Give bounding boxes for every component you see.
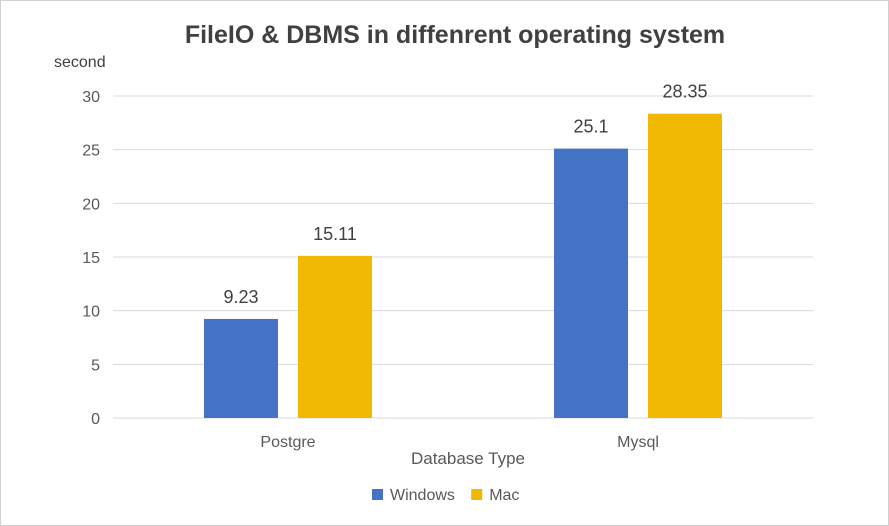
bar-windows-postgre (204, 318, 278, 418)
bar-mac-mysql (648, 113, 722, 419)
x-axis-title: Database Type (411, 449, 525, 468)
legend-label-mac: Mac (489, 487, 519, 504)
legend: Windows Mac (372, 487, 519, 504)
data-label: 25.1 (573, 117, 608, 137)
y-tick-label: 20 (82, 196, 100, 213)
x-category-label: Mysql (617, 434, 659, 451)
legend-swatch-mac (471, 489, 483, 500)
bars (204, 113, 722, 419)
y-tick-label: 25 (82, 143, 100, 160)
y-tick-label: 5 (91, 357, 100, 374)
x-category-label: Postgre (260, 434, 315, 451)
data-label: 28.35 (662, 82, 707, 102)
y-tick-label: 15 (82, 250, 100, 267)
chart-title: FileIO & DBMS in diffenrent operating sy… (185, 21, 725, 49)
data-label: 15.11 (313, 224, 357, 244)
data-label: 9.23 (223, 287, 258, 307)
legend-label-windows: Windows (390, 487, 455, 504)
y-axis-ticks: 0 5 10 15 20 25 30 (82, 89, 100, 428)
bar-windows-mysql (554, 148, 628, 419)
y-tick-label: 30 (82, 89, 100, 106)
y-tick-label: 10 (82, 304, 100, 321)
legend-swatch-windows (372, 489, 383, 500)
x-axis-categories: Postgre Mysql (260, 434, 658, 451)
bar-mac-postgre (298, 255, 372, 418)
y-tick-label: 0 (91, 411, 100, 428)
y-axis-unit-label: second (54, 54, 106, 71)
data-labels: 9.23 15.11 25.1 28.35 (223, 82, 707, 307)
